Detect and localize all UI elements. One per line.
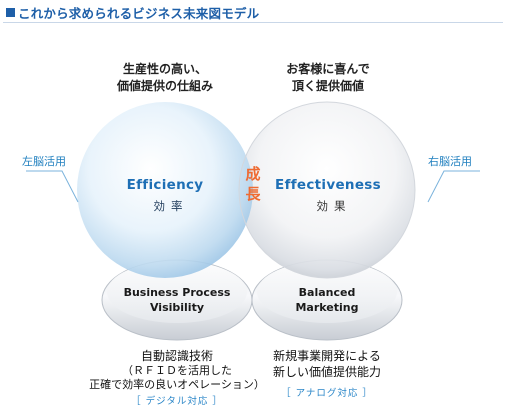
left-bottom-text: 自動認識技術 （ＲＦＩＤを活用した 正確で効率の良いオペレーション） [77,348,277,392]
right-bottom-line2: 新しい価値提供能力 [272,365,381,379]
right-pill-shape [251,259,403,341]
growth-char-2: 長 [245,185,261,203]
left-caption: 生産性の高い、 価値提供の仕組み [95,61,235,95]
left-bottom-line3: 正確で効率の良いオペレーション） [89,378,265,391]
balanced-marketing-pill: Balanced Marketing [257,285,397,315]
right-caption-line1: お客様に喜んで [286,62,370,76]
balanced-marketing-line2: Marketing [295,301,359,314]
efficiency-circle [77,102,253,278]
left-caption-line1: 生産性の高い、 [122,62,207,76]
business-process-pill: Business Process Visibility [107,285,247,315]
business-process-line2: Visibility [149,301,205,314]
left-brain-label: 左脳活用 [22,155,66,168]
page-title: これから求められるビジネス未来図モデル [18,6,260,21]
left-caption-line2: 価値提供の仕組み [116,79,213,93]
efficiency-subtitle: 効率 [153,199,189,213]
right-bottom-line1: 新規事業開発による [273,349,381,363]
right-brain-label: 右脳活用 [428,155,472,168]
effectiveness-title: Effectiveness [275,177,381,193]
growth-char-1: 成 [245,165,261,183]
right-bottom-text: 新規事業開発による 新しい価値提供能力 [227,348,427,380]
left-pill-shape [101,259,253,341]
business-process-line1: Business Process [123,286,231,299]
right-caption: お客様に喜んで 頂く提供価値 [258,61,398,95]
digital-bracket: ［ デジタル対応 ］ [131,396,223,407]
growth-label: 成 長 [238,164,268,204]
effectiveness-circle [239,102,415,278]
left-side-connector [26,170,79,203]
effectiveness-subtitle: 効果 [316,199,352,213]
effectiveness-circle-outline [238,101,416,279]
efficiency-title: Efficiency [126,177,204,193]
right-side-connector [427,170,480,203]
analog-bracket: ［ アナログ対応 ］ [281,388,373,399]
balanced-marketing-line1: Balanced [298,286,356,299]
header-divider [3,22,503,23]
left-bottom-line2: （ＲＦＩＤを活用した [122,364,232,377]
left-bottom-line1: 自動認識技術 [140,349,213,363]
right-caption-line2: 頂く提供価値 [291,79,364,93]
title-square-icon [6,8,15,17]
